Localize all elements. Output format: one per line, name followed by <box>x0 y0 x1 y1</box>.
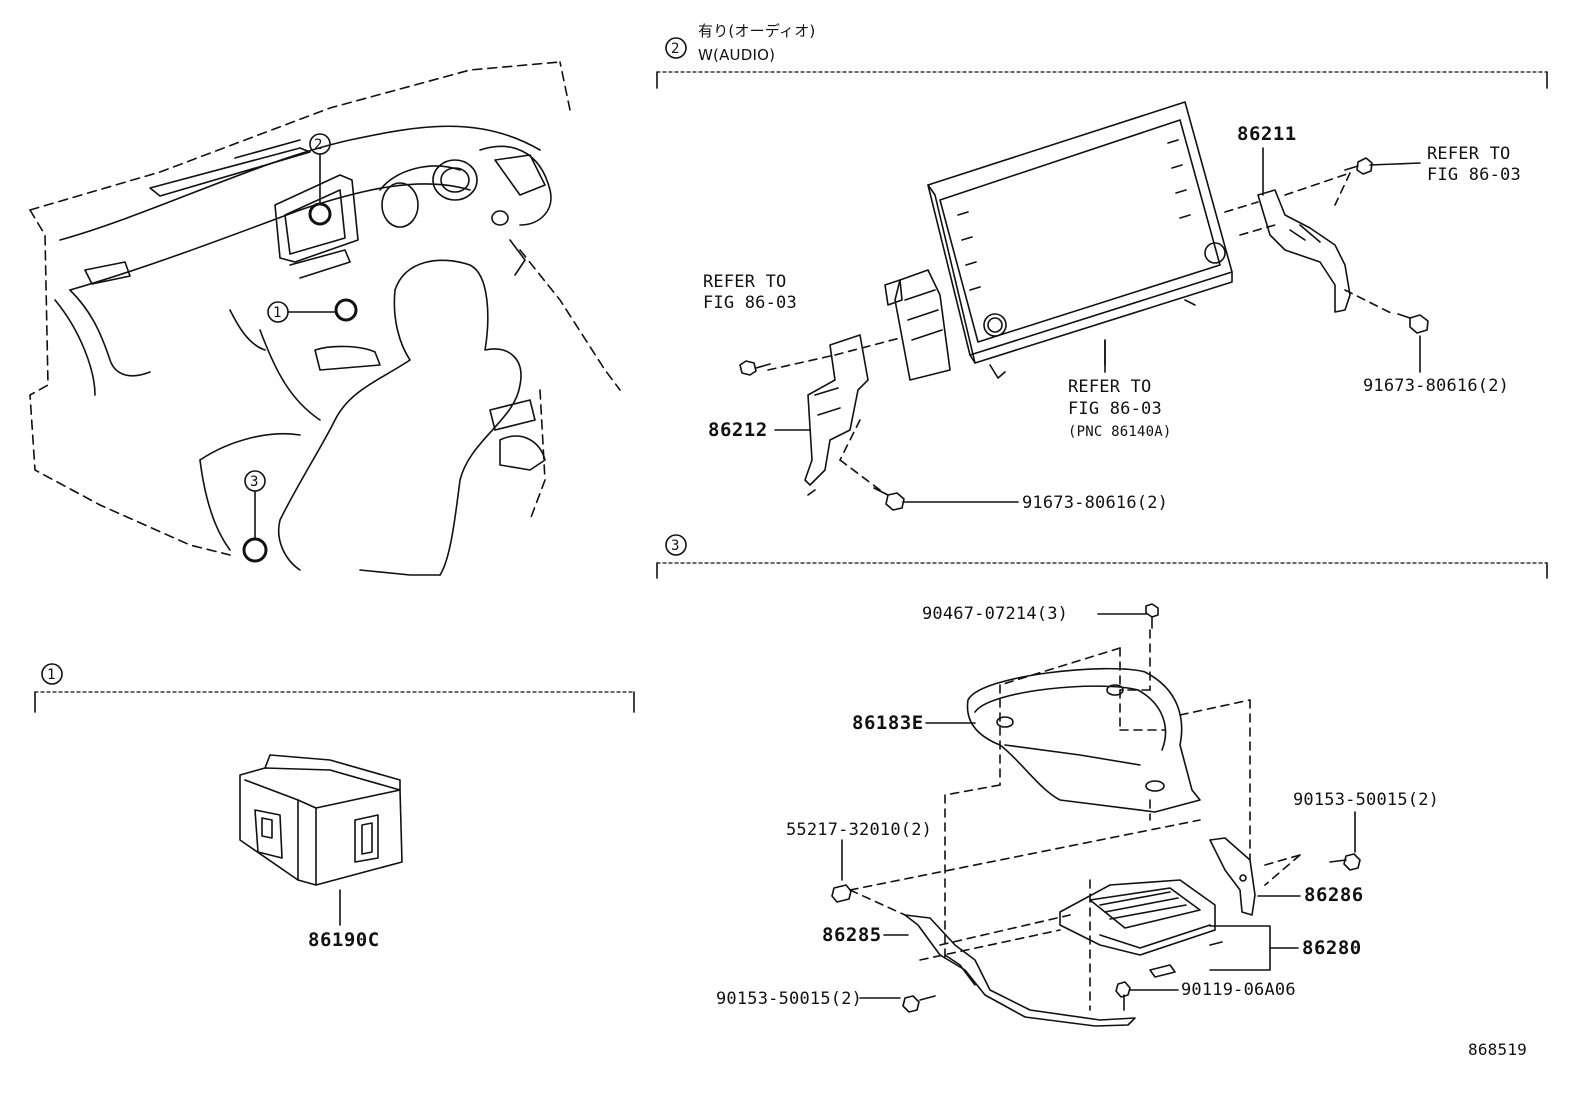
part-86190C: 86190C <box>308 929 380 951</box>
callout-one-label: 1 <box>273 305 282 321</box>
dashboard-overview <box>29 61 621 576</box>
part-86286: 86286 <box>1304 884 1364 906</box>
bracket-86285 <box>904 914 1136 1027</box>
leaders-three <box>841 613 1356 999</box>
part-86211: 86211 <box>1237 123 1297 145</box>
refer-left-line2: FIG 86-03 <box>703 293 797 313</box>
cover-86183E <box>966 667 1201 813</box>
part-86285: 86285 <box>822 924 882 946</box>
leaders-two <box>774 147 1421 503</box>
refer-mid-line1: REFER TO <box>1068 377 1152 397</box>
refer-right-line1: REFER TO <box>1427 144 1511 164</box>
section-one-number: 1 <box>47 667 56 683</box>
section-three-number: 3 <box>671 538 680 554</box>
part-90119-06A06: 90119-06A06 <box>1181 980 1296 1000</box>
part-86212: 86212 <box>708 419 768 441</box>
head-unit-display <box>884 101 1233 381</box>
screws-three <box>902 603 1361 1013</box>
section-two-header-jp: 有り(オーディオ) <box>698 22 816 40</box>
part-90467-07214: 90467-07214(3) <box>922 604 1069 624</box>
refer-left-line1: REFER TO <box>703 272 787 292</box>
section-one-bracket <box>34 663 635 713</box>
part-90153-50015-left: 90153-50015(2) <box>716 989 863 1009</box>
refer-right-line2: FIG 86-03 <box>1427 165 1521 185</box>
clip-icon <box>831 884 852 903</box>
assembly-lines-three <box>849 629 1301 1011</box>
switch-86190C <box>239 754 403 926</box>
callout-two-label: 2 <box>314 137 323 153</box>
bracket-86286 <box>1209 837 1256 916</box>
bracket-86212 <box>804 334 869 496</box>
bracket-86211 <box>1257 189 1351 313</box>
part-91673-80616-right: 91673-80616(2) <box>1363 376 1510 396</box>
refer-mid-line3: (PNC 86140A) <box>1068 424 1172 440</box>
part-86280: 86280 <box>1302 937 1362 959</box>
section-three-bracket <box>656 534 1548 579</box>
part-55217-32010: 55217-32010(2) <box>786 820 933 840</box>
bolts-two <box>739 157 1429 511</box>
section-two-bracket <box>656 37 1548 89</box>
callout-three-label: 3 <box>250 474 259 490</box>
part-91673-80616-left: 91673-80616(2) <box>1022 493 1169 513</box>
section-two-number: 2 <box>671 41 680 57</box>
part-90153-50015-right: 90153-50015(2) <box>1293 790 1440 810</box>
refer-mid-line2: FIG 86-03 <box>1068 399 1162 419</box>
part-86183E: 86183E <box>852 712 924 734</box>
assembly-lines-two <box>767 172 1396 491</box>
amplifier-86280 <box>1059 879 1223 978</box>
section-two-header-en: W(AUDIO) <box>698 46 776 64</box>
figure-number: 868519 <box>1468 1040 1527 1059</box>
